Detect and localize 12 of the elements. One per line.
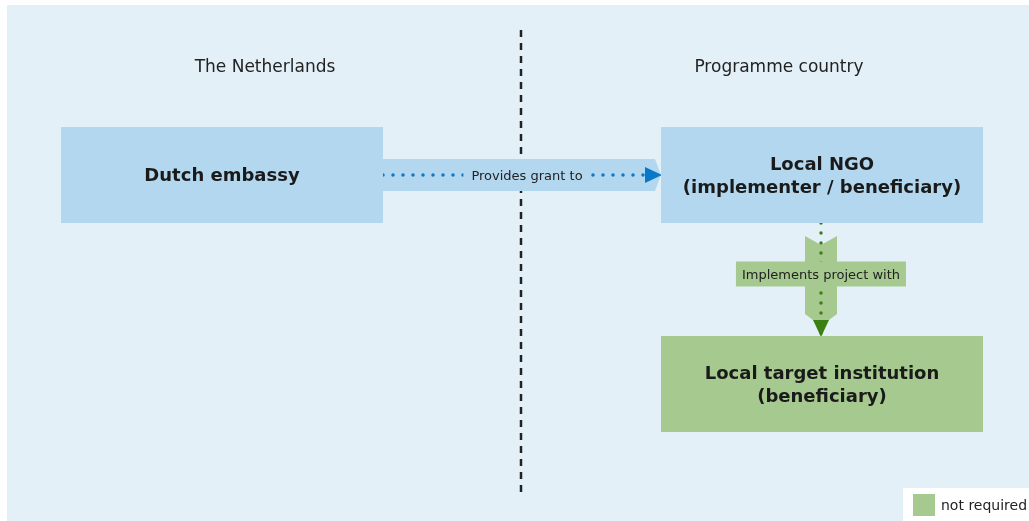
process-box — [661, 336, 983, 432]
box-text: Local target institution — [704, 360, 940, 384]
process-box — [61, 127, 383, 223]
legend-text: not required — [941, 496, 1028, 513]
region-heading: The Netherlands — [194, 56, 336, 76]
box-text: (implementer / beneficiary) — [682, 175, 962, 199]
box-text: Local NGO — [769, 151, 875, 175]
edge-label: Implements project with — [735, 261, 907, 286]
box-text: (beneficiary) — [757, 384, 887, 408]
box-text: Dutch embassy — [144, 163, 300, 187]
process-box — [661, 127, 983, 223]
region-heading: Programme country — [694, 56, 864, 76]
